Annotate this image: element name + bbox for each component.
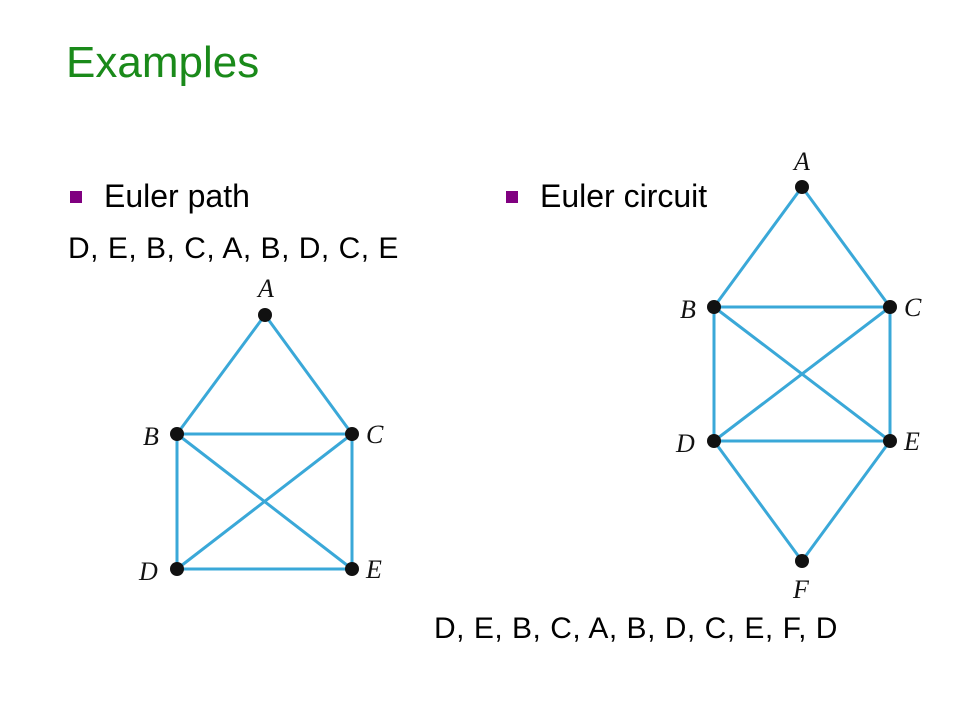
euler-path-graph: A B C D E: [138, 274, 384, 586]
vertex-e: [345, 562, 359, 576]
vertex-b: [170, 427, 184, 441]
vertex-label-d: D: [138, 557, 158, 586]
bullet-euler-path: Euler path: [70, 178, 250, 215]
edge-a-b: [175, 314, 267, 435]
vertex-label-e: E: [365, 555, 382, 584]
edge-a-b: [712, 186, 804, 308]
vertex-label-b: B: [680, 295, 696, 324]
bullet-square-icon: [506, 190, 518, 203]
edge-a-c: [263, 314, 354, 435]
euler-circuit-sequence: D, E, B, C, A, B, D, C, E, F, D: [434, 612, 838, 645]
vertex-label-f: F: [792, 575, 810, 604]
vertex-d: [170, 562, 184, 576]
vertex-label-a: A: [792, 147, 810, 176]
vertex-f: [795, 554, 809, 568]
vertex-b: [707, 300, 721, 314]
edge-d-f: [712, 440, 804, 562]
vertex-a: [258, 308, 272, 322]
vertex-label-c: C: [366, 420, 384, 449]
euler-circuit-graph: A B C D E F: [675, 147, 922, 604]
vertex-a: [795, 180, 809, 194]
page-title: Examples: [66, 38, 260, 87]
vertex-c: [345, 427, 359, 441]
vertex-label-c: C: [904, 293, 922, 322]
edge-a-c: [800, 186, 892, 308]
bullet-euler-circuit: Euler circuit: [506, 178, 707, 215]
vertex-e: [883, 434, 897, 448]
vertex-label-b: B: [143, 422, 159, 451]
euler-path-sequence: D, E, B, C, A, B, D, C, E: [68, 232, 399, 265]
vertex-label-d: D: [675, 429, 695, 458]
vertex-label-a: A: [256, 274, 274, 303]
bullet-euler-path-label: Euler path: [104, 178, 250, 214]
bullet-euler-circuit-label: Euler circuit: [540, 178, 708, 214]
vertex-label-e: E: [903, 427, 920, 456]
edge-e-f: [800, 440, 892, 562]
bullet-square-icon: [70, 190, 82, 203]
vertex-d: [707, 434, 721, 448]
edge-c-d: [176, 432, 353, 571]
vertex-c: [883, 300, 897, 314]
edge-c-d: [713, 305, 891, 443]
